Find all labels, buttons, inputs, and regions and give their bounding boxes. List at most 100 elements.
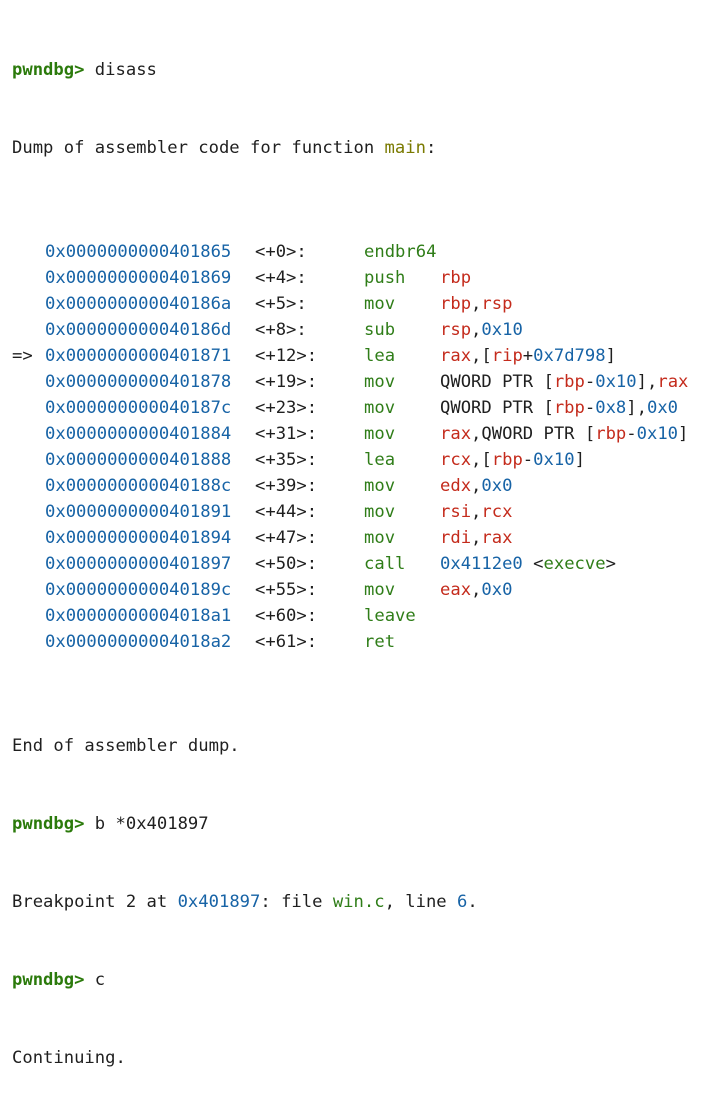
dump-header: Dump of assembler code for function main… bbox=[12, 138, 437, 158]
continuing-message: Continuing. bbox=[12, 1048, 126, 1068]
instruction-mnemonic: mov bbox=[364, 294, 396, 314]
instruction-address: 0x000000000040189c bbox=[45, 580, 232, 600]
command-text: disass bbox=[94, 60, 157, 80]
instruction-operands: rdi,rax bbox=[440, 528, 512, 548]
instruction-row: 0x0000000000401865 <+0>: endbr64 bbox=[12, 239, 688, 265]
instruction-address: 0x0000000000401897 bbox=[45, 554, 232, 574]
instruction-mnemonic: ret bbox=[364, 632, 396, 652]
instruction-address: 0x0000000000401869 bbox=[45, 268, 232, 288]
operand-reg: rbp bbox=[595, 424, 627, 444]
operand-num: 0x10 bbox=[481, 320, 523, 340]
breakpoint-address: 0x401897 bbox=[177, 892, 261, 912]
operand-reg: eax bbox=[440, 580, 472, 600]
operand-plain: - bbox=[584, 372, 596, 392]
operand-num: 0x10 bbox=[595, 372, 637, 392]
instruction-offset: <+50>: bbox=[255, 554, 318, 574]
instruction-address: 0x0000000000401888 bbox=[45, 450, 232, 470]
instruction-operands: QWORD PTR [rbp-0x8],0x0 bbox=[440, 398, 678, 418]
operand-reg: rcx bbox=[440, 450, 472, 470]
operand-plain: , bbox=[471, 294, 482, 314]
instruction-address: 0x0000000000401878 bbox=[45, 372, 232, 392]
instruction-row: 0x000000000040188c <+39>: mov edx,0x0 bbox=[12, 473, 688, 499]
operand-num: 0x10 bbox=[636, 424, 679, 444]
operand-plain: - bbox=[584, 398, 596, 418]
instruction-address: 0x0000000000401865 bbox=[45, 242, 232, 262]
operand-plain: > bbox=[605, 554, 616, 574]
instruction-offset: <+35>: bbox=[255, 450, 318, 470]
instruction-address: 0x0000000000401891 bbox=[45, 502, 232, 522]
operand-reg: edx bbox=[440, 476, 472, 496]
operand-num: 0x0 bbox=[646, 398, 679, 418]
operand-plain: ], bbox=[636, 372, 658, 392]
instruction-offset: <+5>: bbox=[255, 294, 307, 314]
operand-reg: rax bbox=[657, 372, 689, 392]
instruction-mnemonic: leave bbox=[364, 606, 416, 626]
instruction-offset: <+4>: bbox=[255, 268, 307, 288]
operand-num: 0x0 bbox=[481, 476, 513, 496]
operand-reg: rbp bbox=[440, 294, 472, 314]
instruction-mnemonic: mov bbox=[364, 476, 396, 496]
instruction-mnemonic: push bbox=[364, 268, 406, 288]
operand-plain: < bbox=[522, 554, 544, 574]
instruction-offset: <+0>: bbox=[255, 242, 307, 262]
operand-reg: rax bbox=[440, 346, 472, 366]
instruction-row: 0x000000000040189c <+55>: mov eax,0x0 bbox=[12, 577, 688, 603]
instruction-offset: <+44>: bbox=[255, 502, 318, 522]
pwndbg-prompt: pwndbg> bbox=[12, 970, 85, 990]
instruction-row: 0x0000000000401869 <+4>: push rbp bbox=[12, 265, 688, 291]
operand-num: 0x4112e0 bbox=[440, 554, 523, 574]
instruction-mnemonic: sub bbox=[364, 320, 396, 340]
operand-num: 0x7d798 bbox=[533, 346, 606, 366]
instruction-address: 0x000000000040186d bbox=[45, 320, 232, 340]
instruction-address: 0x0000000000401884 bbox=[45, 424, 232, 444]
operand-num: 0x0 bbox=[481, 580, 513, 600]
instruction-offset: <+31>: bbox=[255, 424, 318, 444]
instruction-operands: rbp,rsp bbox=[440, 294, 512, 314]
instruction-offset: <+19>: bbox=[255, 372, 318, 392]
operand-plain: , bbox=[471, 502, 482, 522]
operand-reg: rbp bbox=[440, 268, 472, 288]
operand-reg: rip bbox=[491, 346, 523, 366]
operand-reg: rsi bbox=[440, 502, 472, 522]
instruction-offset: <+55>: bbox=[255, 580, 318, 600]
operand-plain: , bbox=[471, 580, 482, 600]
instruction-operands: edx,0x0 bbox=[440, 476, 512, 496]
instruction-mnemonic: call bbox=[364, 554, 406, 574]
instruction-mnemonic: endbr64 bbox=[364, 242, 437, 262]
operand-reg: rbp bbox=[491, 450, 523, 470]
instruction-offset: <+8>: bbox=[255, 320, 307, 340]
instruction-operands: rax,[rip+0x7d798] bbox=[440, 346, 616, 366]
instruction-mnemonic: lea bbox=[364, 450, 396, 470]
instruction-address: 0x000000000040188c bbox=[45, 476, 232, 496]
instruction-mnemonic: mov bbox=[364, 580, 396, 600]
instruction-operands: rsi,rcx bbox=[440, 502, 512, 522]
operand-fn: execve bbox=[543, 554, 606, 574]
instruction-offset: <+39>: bbox=[255, 476, 318, 496]
operand-plain: ,[ bbox=[471, 346, 492, 366]
instruction-address: 0x000000000040187c bbox=[45, 398, 232, 418]
current-instruction-marker: => bbox=[12, 346, 33, 366]
instruction-operands: rbp bbox=[440, 268, 471, 288]
operand-plain: , bbox=[471, 528, 482, 548]
operand-plain: + bbox=[522, 346, 534, 366]
instruction-address: 0x00000000004018a1 bbox=[45, 606, 232, 626]
instruction-operands: eax,0x0 bbox=[440, 580, 512, 600]
instruction-row: 0x00000000004018a2<+61>:ret bbox=[12, 629, 688, 655]
instruction-mnemonic: mov bbox=[364, 528, 396, 548]
operand-num: 0x8 bbox=[595, 398, 627, 418]
breakpoint-message: Breakpoint 2 at 0x401897: file win.c, li… bbox=[12, 892, 478, 912]
operand-reg: rax bbox=[440, 424, 472, 444]
instruction-operands: rsp,0x10 bbox=[440, 320, 523, 340]
operand-plain: ,[ bbox=[471, 450, 492, 470]
operand-reg: rax bbox=[481, 528, 513, 548]
instruction-address: 0x00000000004018a2 bbox=[45, 632, 232, 652]
operand-plain: , bbox=[471, 320, 482, 340]
instruction-operands: QWORD PTR [rbp-0x10],rax bbox=[440, 372, 688, 392]
instruction-mnemonic: mov bbox=[364, 424, 396, 444]
